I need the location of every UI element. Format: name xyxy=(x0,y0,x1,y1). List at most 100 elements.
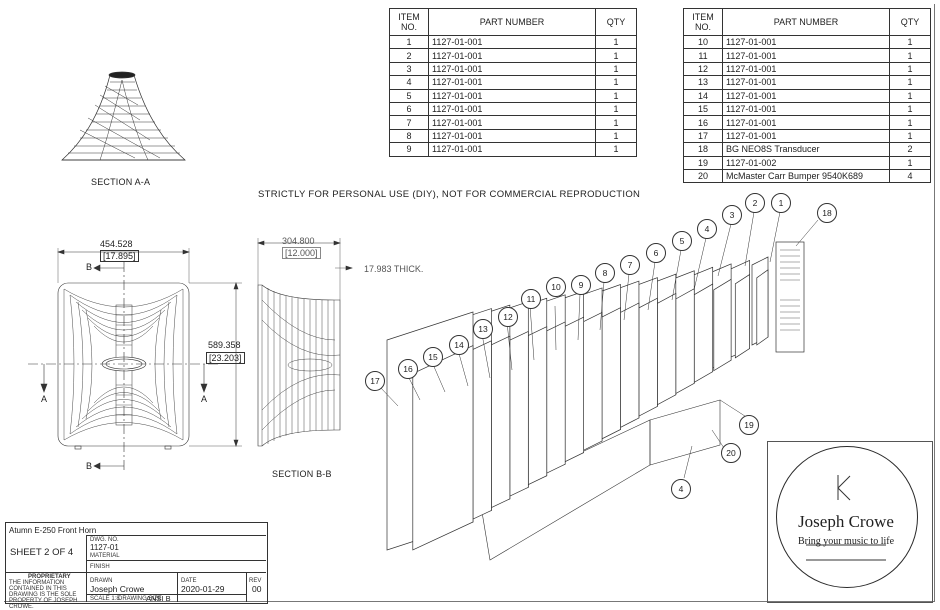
title-block-divider xyxy=(86,535,87,602)
side-depth-dim: 304.800 xyxy=(282,236,315,246)
qty: 1 xyxy=(595,75,637,90)
part-number: 1127-01-001 xyxy=(428,88,596,103)
exploded-view-drawing xyxy=(386,241,805,561)
qty: 1 xyxy=(889,61,931,77)
finish-label: FINISH xyxy=(90,564,110,570)
bom-header-item: ITEM NO. xyxy=(389,8,429,36)
qty: 1 xyxy=(889,88,931,103)
qty: 1 xyxy=(889,101,931,117)
balloon: 10 xyxy=(546,277,566,297)
bom-header-item: ITEM NO. xyxy=(683,8,723,36)
rev: 00 xyxy=(252,584,262,594)
drawn-label: DRAWN xyxy=(90,578,113,584)
balloon: 9 xyxy=(571,275,591,295)
front-width-dim-in: [17.895] xyxy=(100,250,139,262)
title-block-divider xyxy=(177,572,178,602)
balloon: 14 xyxy=(449,335,469,355)
cut-label-a-right: A xyxy=(201,394,208,404)
qty: 1 xyxy=(889,75,931,90)
sheet-border xyxy=(4,4,935,602)
balloon: 6 xyxy=(646,243,666,263)
date: 2020-01-29 xyxy=(181,584,225,594)
drawing-size-label: DRAWING SIZE xyxy=(118,596,162,602)
sheet-number: SHEET 2 OF 4 xyxy=(10,547,74,558)
dwg-no: 1127-01 xyxy=(90,543,119,552)
balloon-leaders xyxy=(379,211,819,479)
balloon: 13 xyxy=(473,319,493,339)
usage-notice: STRICTLY FOR PERSONAL USE (DIY), NOT FOR… xyxy=(258,189,641,200)
balloon: 16 xyxy=(398,359,418,379)
side-depth-dim-in: [12.000] xyxy=(282,247,321,259)
balloon: 7 xyxy=(620,255,640,275)
cut-label-a-left: A xyxy=(41,394,48,404)
qty: 1 xyxy=(595,88,637,103)
bom-header-qty: QTY xyxy=(889,8,931,36)
balloon: 11 xyxy=(521,289,541,309)
balloon: 19 xyxy=(739,415,759,435)
title-block-title: Atumn E-250 Front Horn xyxy=(9,526,97,535)
title-block-divider xyxy=(246,572,247,602)
balloon: 1 xyxy=(771,193,791,213)
balloon: 8 xyxy=(595,263,615,283)
front-height-dim-in: [23.203] xyxy=(206,352,245,364)
logo-circle xyxy=(776,446,918,588)
balloon: 15 xyxy=(423,347,443,367)
section-aa-label: SECTION A-A xyxy=(91,177,151,187)
title-block-divider xyxy=(86,594,246,595)
qty: 1 xyxy=(595,101,637,117)
qty: 1 xyxy=(595,128,637,144)
title-block-divider xyxy=(5,572,266,573)
frame-plate xyxy=(713,278,732,372)
logo-tagline: Bring your music to life xyxy=(797,536,895,547)
balloon: 17 xyxy=(365,371,385,391)
item-no: 12 xyxy=(683,61,723,77)
material-label: MATERIAL xyxy=(90,553,120,559)
balloon: 4 xyxy=(697,219,717,239)
item-no: 15 xyxy=(683,101,723,117)
front-width-dim: 454.528 xyxy=(100,239,133,249)
balloon: 5 xyxy=(672,231,692,251)
title-block-divider xyxy=(86,535,266,536)
front-view-drawing xyxy=(28,248,242,470)
scale-label: SCALE 1:8 xyxy=(90,596,120,602)
date-label: DATE xyxy=(181,578,197,584)
section-aa-drawing xyxy=(61,71,186,161)
proprietary-text: THE INFORMATION CONTAINED IN THIS DRAWIN… xyxy=(9,580,78,610)
part-number: 1127-01-001 xyxy=(428,75,596,90)
frame-plate xyxy=(756,269,769,346)
thickness-dim: 17.983 THICK. xyxy=(364,264,424,274)
balloon: 4 xyxy=(671,479,691,499)
frame-plate xyxy=(412,345,474,551)
title-block-divider xyxy=(86,560,266,561)
frame-plate xyxy=(691,283,714,385)
item-no: 13 xyxy=(683,75,723,90)
balloon: 3 xyxy=(722,205,742,225)
cut-label-b-bottom: B xyxy=(86,461,93,471)
section-bb-label: SECTION B-B xyxy=(272,469,332,479)
dwg-no-label: DWG. NO. xyxy=(90,537,119,543)
logo-name: Joseph Crowe xyxy=(798,512,894,531)
cut-label-b-top: B xyxy=(86,262,93,272)
qty: 1 xyxy=(595,142,637,157)
frame-plate xyxy=(734,273,750,359)
title-block xyxy=(5,522,268,604)
proprietary-label: PROPRIETARY xyxy=(28,574,71,580)
drawn-by: Joseph Crowe xyxy=(90,584,145,594)
front-height-dim: 589.358 xyxy=(208,340,241,350)
section-bb-drawing xyxy=(257,238,353,447)
